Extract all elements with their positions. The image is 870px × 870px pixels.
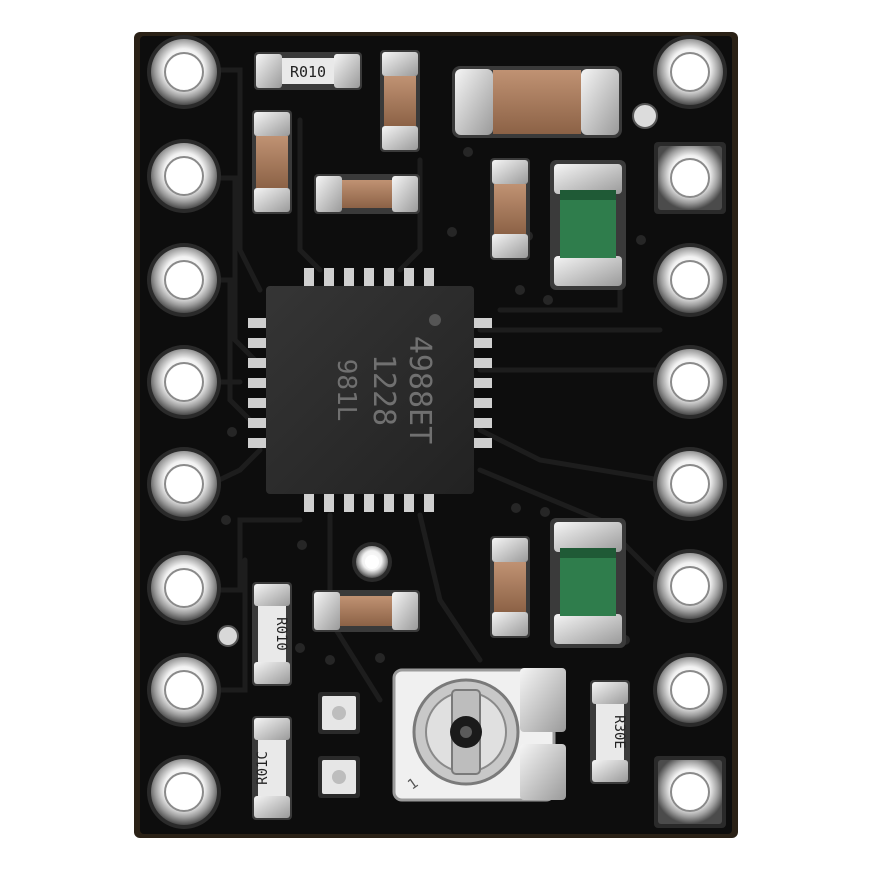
- diode-green-top: [550, 160, 626, 290]
- chip-marking-line2: 1228: [366, 354, 401, 426]
- capacitor-near-diode-bottom: [490, 536, 530, 638]
- pin-pad-left-2: [147, 139, 221, 213]
- driver-ic-chip: 4988ET 1228 981L: [248, 268, 492, 512]
- pin-pad-left-4: [147, 345, 221, 419]
- pin-pad-left-7: [147, 653, 221, 727]
- pin-pad-right-8-square: [654, 756, 726, 828]
- capacitor-top-middle: [380, 50, 420, 152]
- resistor-left-middle-marking: R010: [273, 617, 289, 651]
- pin-pad-left-5: [147, 447, 221, 521]
- resistor-right-bottom: R30E: [590, 680, 630, 784]
- chip-marking-line1: 4988ET: [402, 336, 437, 444]
- pin-pad-right-3: [653, 243, 727, 317]
- trim-potentiometer: 1: [392, 668, 566, 802]
- resistor-right-bottom-marking: R30E: [611, 715, 627, 749]
- resistor-left-middle: R010: [252, 582, 292, 686]
- pin-pad-left-1: [147, 35, 221, 109]
- pin-pad-right-5: [653, 447, 727, 521]
- resistor-top: R010: [254, 52, 362, 90]
- test-pad-round: [352, 542, 392, 582]
- test-pad-square-lower: [318, 756, 360, 798]
- via-pad: [217, 625, 239, 647]
- resistor-left-bottom: R01C: [252, 716, 292, 820]
- via-pad: [632, 103, 658, 129]
- capacitor-near-diode-top: [490, 158, 530, 260]
- pin-pad-left-3: [147, 243, 221, 317]
- pin-pad-left-8: [147, 755, 221, 829]
- pin-pad-right-7: [653, 653, 727, 727]
- chip-marking-line3: 981L: [331, 359, 361, 422]
- resistor-left-bottom-marking: R01C: [255, 751, 271, 785]
- pin-pad-left-6: [147, 551, 221, 625]
- capacitor-horizontal-upper: [314, 174, 420, 214]
- resistor-top-marking: R010: [290, 63, 326, 81]
- pin-pad-right-6: [653, 549, 727, 623]
- capacitor-horizontal-lower: [312, 590, 420, 632]
- diode-green-bottom: [550, 518, 626, 648]
- right-header-pins: [653, 35, 727, 828]
- capacitor-large-top: [452, 66, 622, 138]
- pin-pad-right-4: [653, 345, 727, 419]
- left-header-pins: [147, 35, 221, 829]
- test-pad-square-upper: [318, 692, 360, 734]
- pin-pad-right-1: [653, 35, 727, 109]
- pin-pad-right-2-square: [654, 142, 726, 214]
- capacitor-left-top: [252, 110, 292, 214]
